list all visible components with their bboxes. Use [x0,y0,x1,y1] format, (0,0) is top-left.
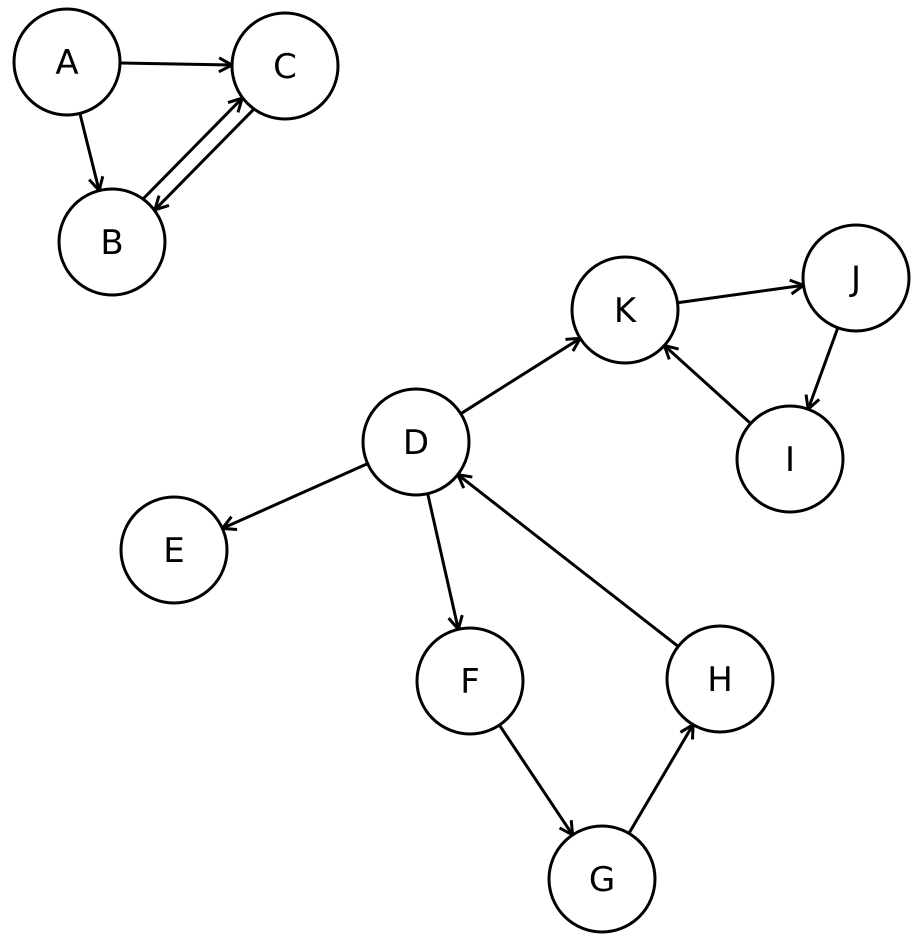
node-circle [415,626,525,736]
node-circle [12,7,122,117]
edge-d-to-f [426,493,464,633]
node-circle [801,223,911,333]
node-label: G [589,860,615,900]
edge-d-to-k [460,336,583,415]
node-g: G [547,824,657,934]
node-h: H [665,624,775,734]
node-b: B [57,187,167,297]
node-circle [230,11,340,121]
node-circle [119,495,229,605]
edge-line [627,723,695,835]
edge-a-to-c [119,56,236,74]
node-circle [57,187,167,297]
node-circle [735,404,845,514]
node-label: C [273,47,297,87]
edge-b-to-c [142,95,245,200]
edges-layer [78,56,840,838]
edge-line [806,327,840,410]
node-circle [665,624,775,734]
nodes-layer: A B C D E F G H I J K [12,7,911,934]
edge-line [460,337,581,415]
edge-line [119,61,233,67]
node-circle [361,387,471,497]
edge-line [153,108,255,211]
node-k: K [570,255,680,365]
edge-i-to-k [661,343,752,425]
edge-line [663,344,752,425]
node-f: F [415,626,525,736]
node-label: A [55,43,78,83]
edge-f-to-g [498,724,575,838]
edge-k-to-j [677,278,807,305]
node-circle [570,255,680,365]
node-label: I [785,440,795,480]
node-label: E [163,531,184,571]
edge-line [142,97,244,200]
node-label: F [460,662,480,702]
node-label: H [707,660,733,700]
node-label: J [849,259,861,299]
node-d: D [361,387,471,497]
node-circle [547,824,657,934]
edge-a-to-b [78,113,105,194]
node-c: C [230,11,340,121]
edge-c-to-b [152,108,255,213]
node-e: E [119,495,229,605]
edge-h-to-d [455,472,680,648]
node-j: J [801,223,911,333]
edge-line [78,113,101,191]
edge-line [498,724,574,836]
node-label: K [614,291,638,331]
edge-g-to-h [627,721,695,835]
edge-line [456,473,680,648]
node-label: B [100,223,123,263]
edge-j-to-i [804,327,840,413]
edge-line [426,493,460,630]
node-a: A [12,7,122,117]
node-i: I [735,404,845,514]
edge-line [677,283,804,305]
node-label: D [403,423,429,463]
edge-line [221,462,369,530]
edge-d-to-e [219,462,369,531]
